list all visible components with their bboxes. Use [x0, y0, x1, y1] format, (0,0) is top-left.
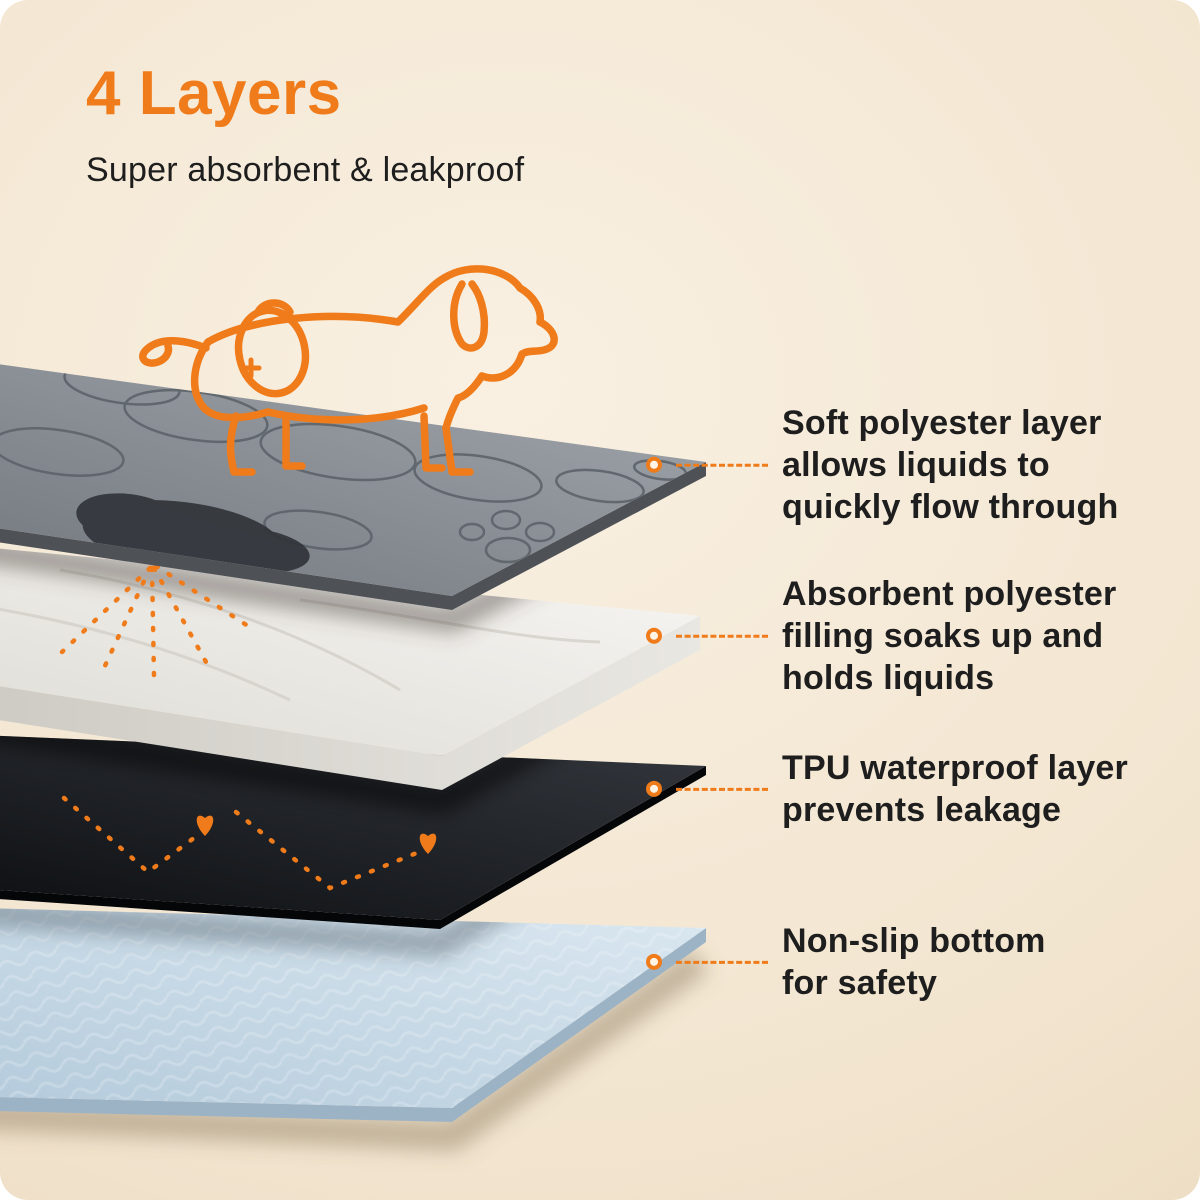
annotation-dot-icon	[646, 954, 662, 970]
annotation-absorbent-filling: Absorbent polyester filling soaks up and…	[646, 573, 1200, 699]
leader-line	[676, 787, 768, 791]
annotation-tpu-waterproof: TPU waterproof layer prevents leakage	[646, 747, 1200, 831]
drop-icon	[196, 815, 214, 836]
annotation-soft-polyester: Soft polyester layer allows liquids to q…	[646, 402, 1200, 528]
non-slip-bottom-layer	[0, 906, 706, 1122]
annotation-dot-icon	[646, 781, 662, 797]
page-subtitle: Super absorbent & leakproof	[86, 151, 525, 189]
leader-line	[676, 463, 768, 467]
annotation-dot-icon	[646, 457, 662, 473]
flow-through-rays	[59, 563, 251, 679]
absorbent-filling-layer	[0, 540, 700, 790]
soft-polyester-top-layer	[0, 362, 706, 610]
drop-icon	[419, 833, 437, 854]
annotation-label: Soft polyester layer allows liquids to q…	[782, 403, 1119, 527]
annotation-label: Absorbent polyester filling soaks up and…	[782, 574, 1117, 698]
leakproof-arrows	[61, 795, 437, 891]
leader-line	[676, 960, 768, 964]
annotation-dot-icon	[646, 628, 662, 644]
header: 4 Layers Super absorbent & leakproof	[86, 58, 524, 190]
tpu-waterproof-layer	[0, 732, 706, 929]
annotation-non-slip-bottom: Non-slip bottom for safety	[646, 920, 1200, 1004]
annotation-label: Non-slip bottom for safety	[782, 921, 1046, 1002]
page-title: 4 Layers	[86, 59, 342, 128]
leader-line	[676, 634, 768, 638]
dog-outline-icon	[139, 265, 558, 476]
annotation-label: TPU waterproof layer prevents leakage	[782, 748, 1128, 829]
